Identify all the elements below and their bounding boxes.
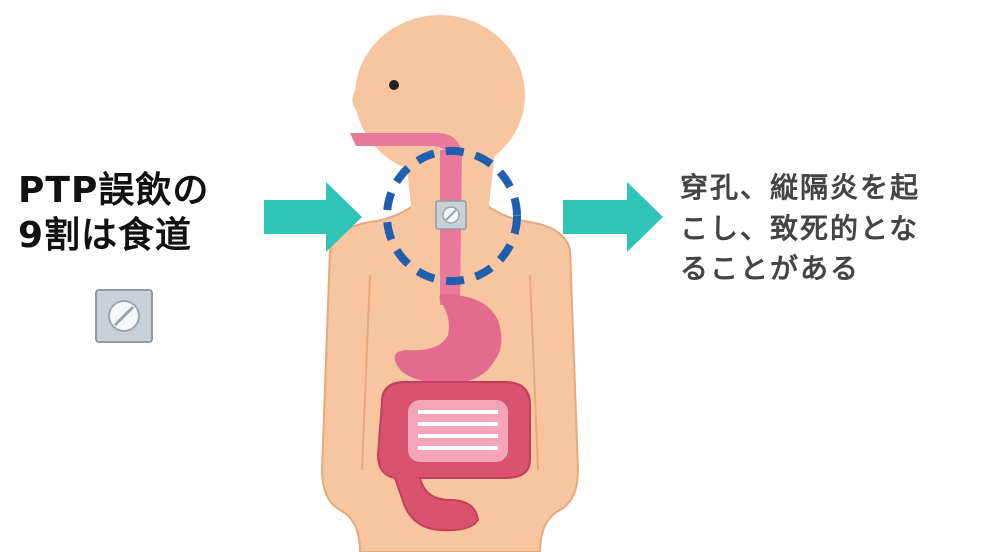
right-caption-line: ることがある	[680, 252, 861, 286]
ptp-pill-pack-icon	[95, 289, 153, 343]
ptp-pill-pack-icon	[435, 200, 467, 230]
small-intestine	[408, 400, 508, 462]
right-caption: 穿孔、縦隔炎を起 こし、致死的とな ることがある	[680, 168, 980, 290]
right-arrow-icon	[264, 182, 362, 252]
highlight-circle	[383, 147, 521, 285]
nose	[352, 80, 362, 112]
oral-cavity	[350, 133, 462, 160]
left-caption-line: PTP誤飲の	[18, 170, 210, 211]
right-caption-line: 穿孔、縦隔炎を起	[680, 171, 921, 204]
left-caption-line: 9割は食道	[18, 215, 193, 256]
left-arm-line	[361, 274, 371, 471]
right-caption-line: こし、致死的とな	[680, 211, 920, 245]
right-arrow-icon	[563, 182, 663, 252]
eye	[389, 80, 399, 90]
stomach	[394, 293, 502, 384]
left-caption: PTP誤飲の 9割は食道	[18, 168, 258, 258]
small-intestine-folds	[418, 410, 498, 450]
right-arm-line	[529, 274, 539, 471]
